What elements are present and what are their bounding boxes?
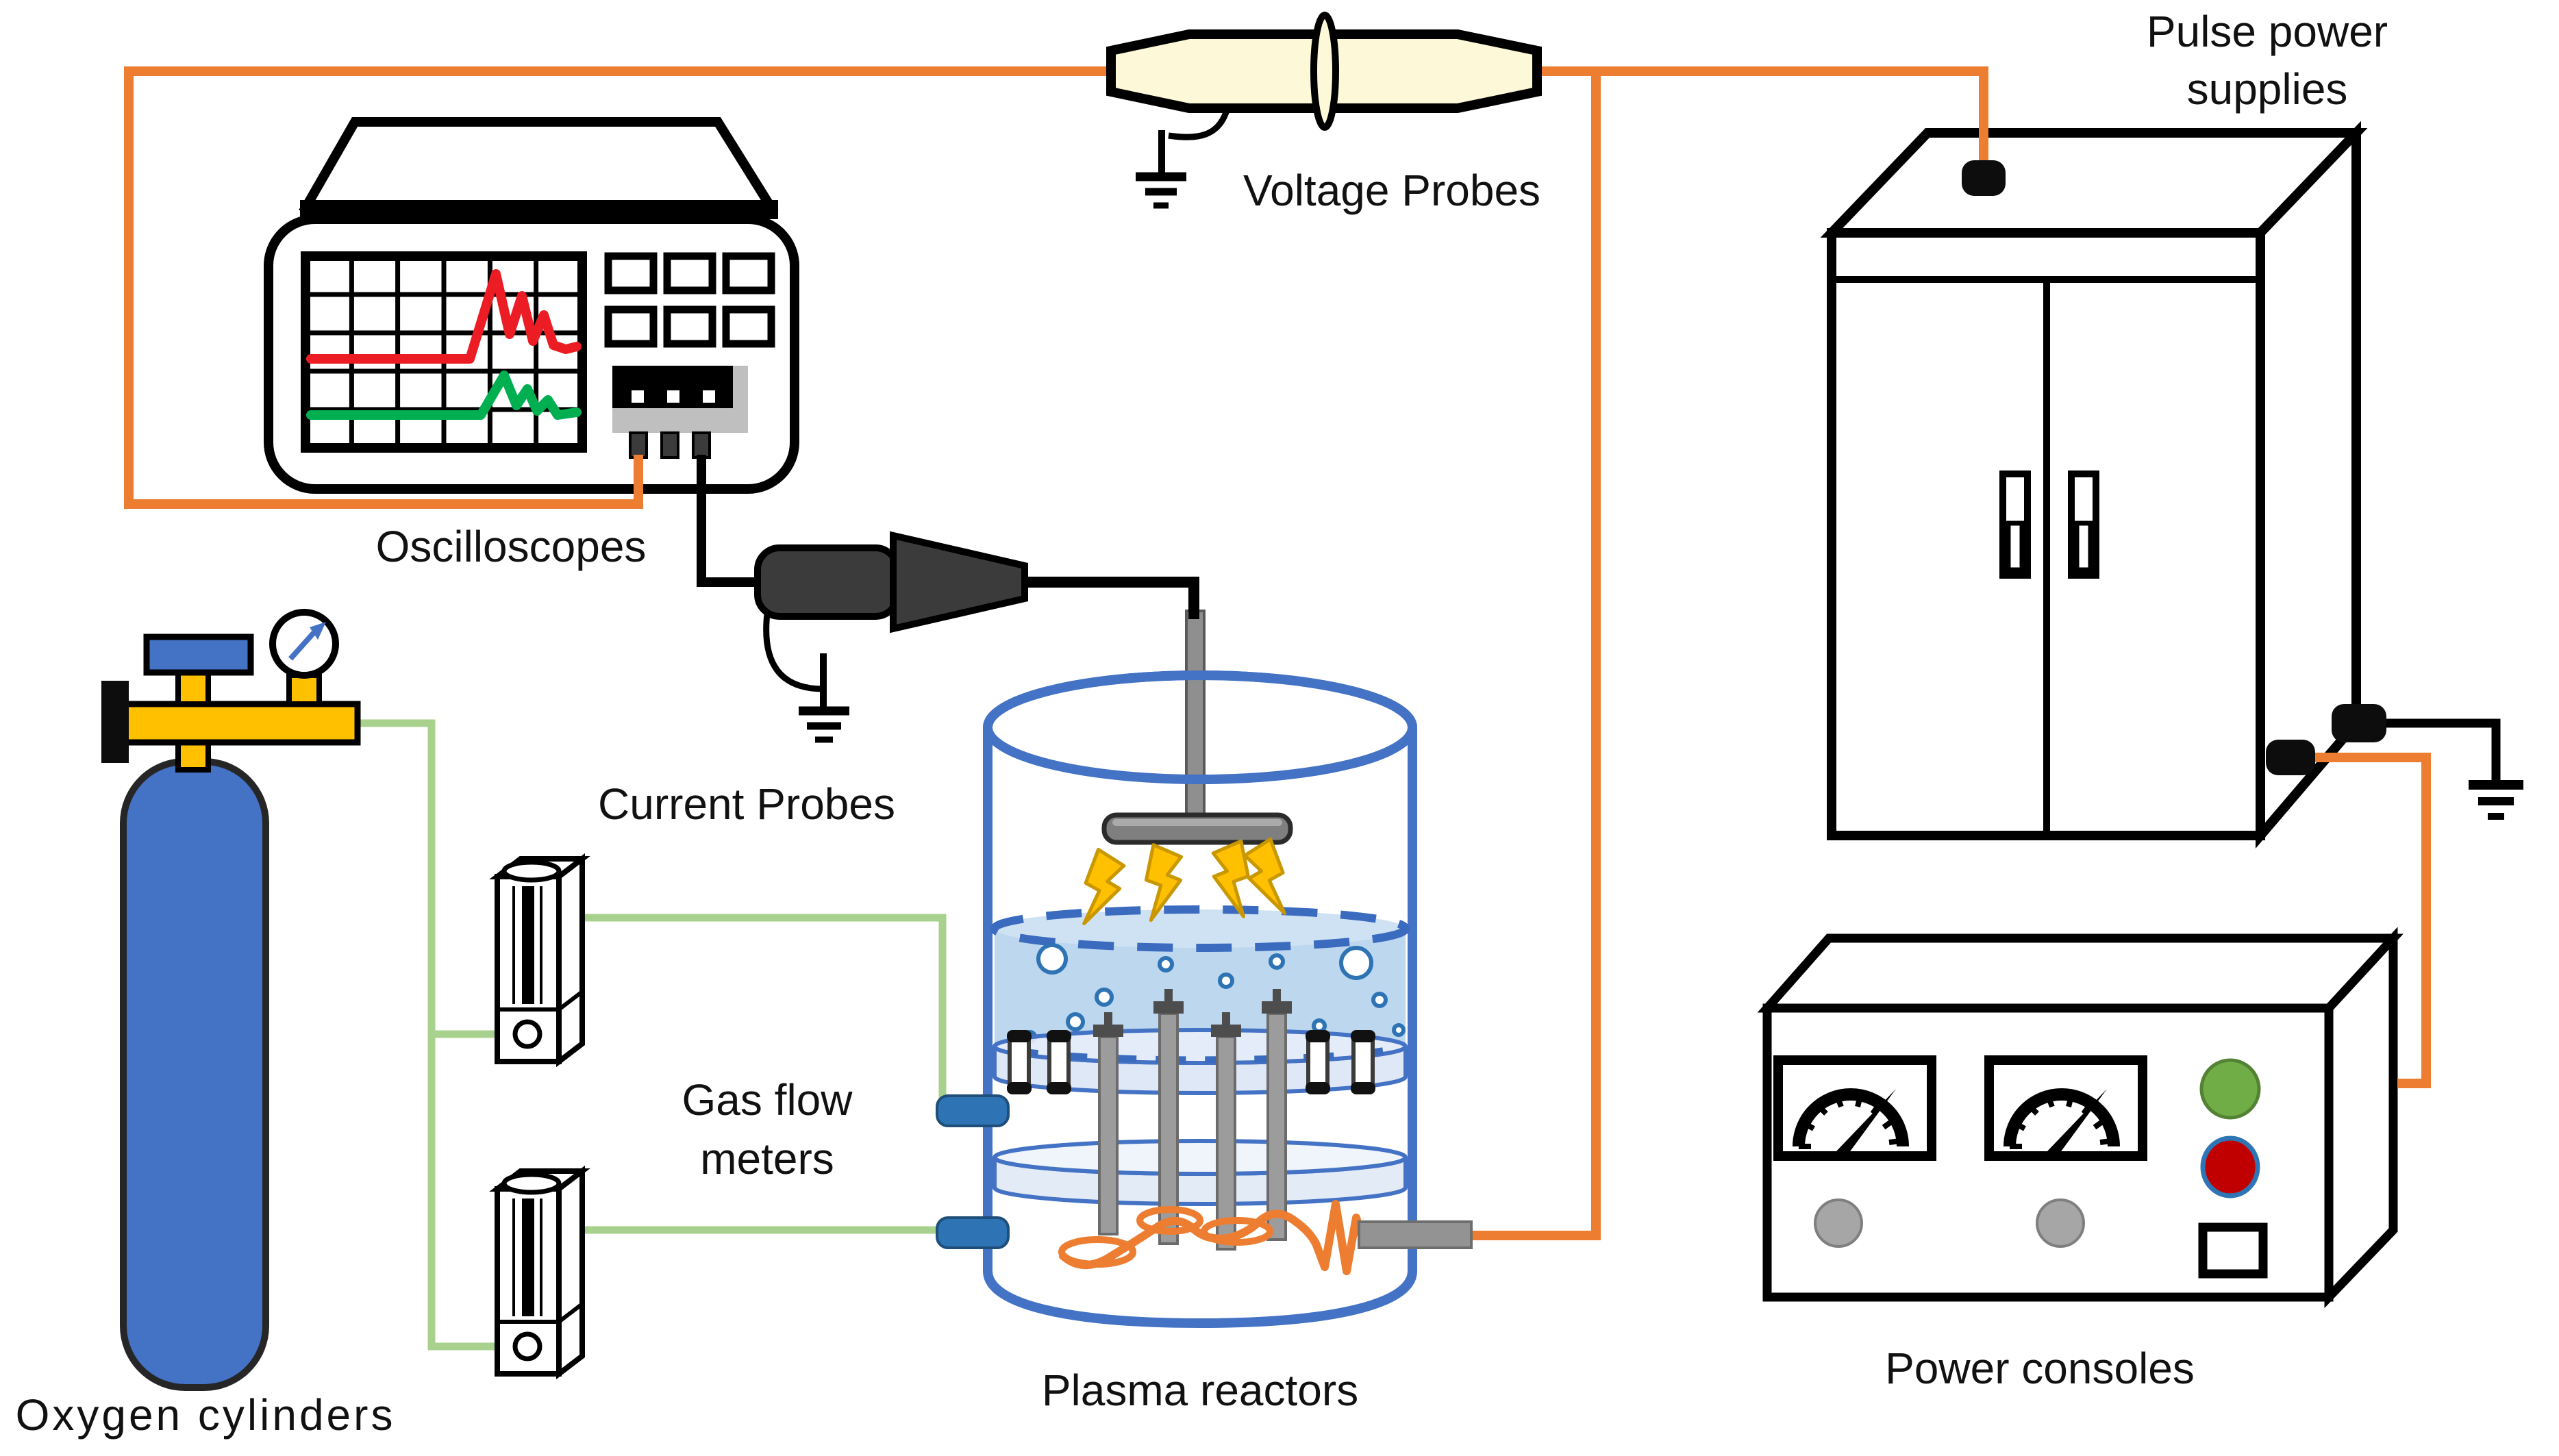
current-probe: [697, 455, 1199, 743]
cabinet-ground-wire: [2384, 718, 2501, 785]
water-surface: [995, 909, 1406, 948]
electrode-icon: [1211, 1012, 1241, 1251]
pressure-gauge-icon: [269, 609, 339, 679]
red-indicator-button: [2200, 1135, 2260, 1198]
reactor-plate-lower: [993, 1139, 1408, 1206]
console-power-wire: [2310, 753, 2431, 1088]
gas-tube-fm1-to-reactor: [582, 914, 947, 1103]
label-power-consoles: Power consoles: [1885, 1344, 2195, 1393]
lightning-bolt-icon: [1082, 847, 1126, 926]
label-plasma-reactors: Plasma reactors: [1042, 1366, 1358, 1415]
console-knob: [2036, 1198, 2085, 1248]
bnc-port: [692, 431, 711, 459]
plasma-discharge: [1082, 837, 1286, 926]
bnc-port: [660, 431, 679, 459]
electrode-rods: [1093, 989, 1292, 1251]
console-knob: [1814, 1198, 1863, 1248]
flow-meter-knob: [512, 1019, 542, 1049]
oscilloscope-input-module: [612, 366, 748, 459]
valve-end-cap: [101, 681, 129, 763]
ground-icon: [1136, 107, 1231, 209]
flow-meter-tube: [522, 1198, 534, 1316]
cabinet-output-connector-upper: [2332, 704, 2386, 742]
green-indicator-button: [2199, 1058, 2261, 1120]
probe-output-wire: [1019, 577, 1199, 619]
pulse-power-supply: [1820, 121, 2368, 849]
probe-nose: [890, 531, 1028, 633]
electrode-icon: [1153, 989, 1184, 1245]
flow-meter-tube: [522, 886, 534, 1004]
valve-neck-upper: [175, 670, 211, 707]
probe-signal-wire: [697, 455, 762, 587]
reactor-plate-upper: [993, 1028, 1408, 1095]
label-oxygen-cylinders: Oxygen cylinders: [16, 1390, 396, 1440]
valve-handle: [143, 633, 254, 676]
lightning-bolt-icon: [1211, 839, 1250, 918]
flow-meter-knob: [512, 1331, 542, 1361]
label-voltage-probes: Voltage Probes: [1243, 166, 1540, 215]
voltage-probe-divider: [1310, 12, 1339, 131]
oscilloscope-hood: [298, 117, 779, 210]
flow-meter-top-opening: [501, 1172, 562, 1195]
ground-icon: [763, 613, 849, 743]
gas-flow-meter-2: [489, 1165, 590, 1380]
electrode-icon: [1262, 989, 1292, 1241]
flow-meter-top-opening: [501, 859, 562, 883]
analog-meter-icon: [1773, 1055, 1936, 1161]
gas-flow-meter-1: [489, 853, 590, 1068]
oscilloscope-screen: [301, 251, 587, 453]
label-gas-flow-meters-2: meters: [700, 1134, 834, 1183]
probe-body: [754, 544, 901, 620]
plate-clamps: [1007, 1030, 1375, 1094]
cabinet-door-handles: [1999, 470, 2099, 579]
label-gas-flow-meters-1: Gas flow: [682, 1075, 853, 1125]
console-side-face: [2324, 927, 2398, 1309]
cabinet-output-connector-lower: [2266, 740, 2315, 775]
bubbles: [1023, 943, 1406, 1044]
plasma-reactor: [936, 610, 1473, 1329]
gas-inlet-port-upper: [936, 1094, 1010, 1127]
gauge-stem: [286, 673, 322, 707]
bnc-port: [629, 431, 648, 459]
gas-tube-cylinder-to-fm1: [358, 719, 518, 1038]
oscilloscope: [264, 117, 799, 494]
reactor-ground-wire: [1058, 1200, 1374, 1275]
valve-bar: [110, 701, 361, 746]
hv-wire-reactor-branch: [1473, 71, 1601, 1240]
hv-electrode-rod: [1185, 610, 1206, 820]
voltage-probe: [1106, 12, 1542, 209]
oscilloscope-buttons: [604, 252, 775, 348]
cabinet-connectors: [2266, 704, 2523, 820]
ground-icon: [2469, 780, 2523, 820]
oxygen-cylinder: [101, 609, 361, 1391]
label-pulse-power-supplies-1: Pulse power: [2147, 7, 2388, 56]
lightning-bolt-icon: [1243, 837, 1286, 916]
analog-meter-icon: [1984, 1055, 2147, 1161]
waveform-icon: [306, 269, 582, 364]
console-top-face: [1757, 933, 2404, 1013]
cabinet-input-connector: [1962, 160, 2006, 196]
gas-tube-cylinder-to-fm2: [427, 1034, 518, 1351]
lightning-bolt-icon: [1144, 843, 1184, 922]
electrode-icon: [1093, 1012, 1123, 1235]
gas-inlet-port-lower: [936, 1216, 1010, 1249]
label-current-probes: Current Probes: [598, 779, 895, 829]
hv-wire-main-loop: [124, 66, 1988, 509]
reactor-output-connector: [1358, 1220, 1473, 1249]
label-oscilloscopes: Oscilloscopes: [376, 522, 647, 571]
waveform-icon: [306, 371, 582, 420]
power-console: [1757, 927, 2404, 1309]
cylinder-tank: [120, 758, 269, 1391]
console-switch: [2198, 1222, 2268, 1279]
hv-electrode-disk: [1101, 812, 1293, 845]
label-pulse-power-supplies-2: supplies: [2187, 64, 2348, 114]
reactor-rim: [983, 670, 1417, 784]
water-surface-dashed-line: [990, 905, 1410, 952]
gas-tubing: [358, 719, 947, 1351]
